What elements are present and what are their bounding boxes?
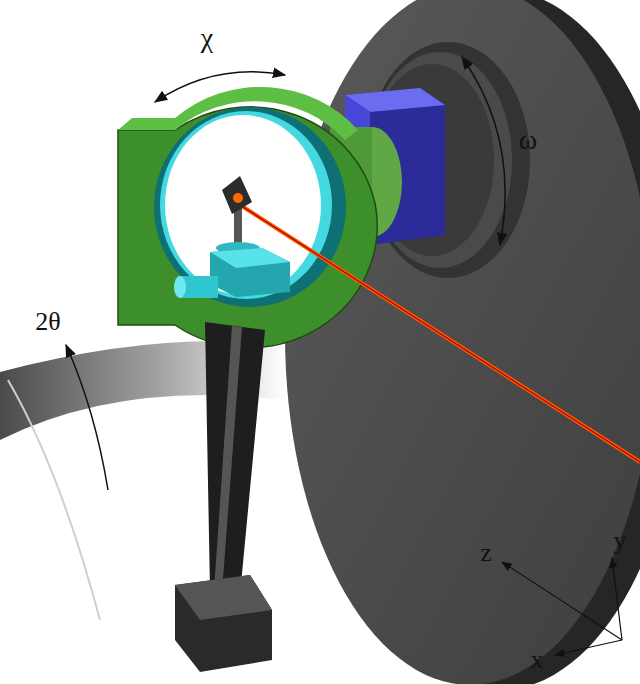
omega-disk	[285, 0, 640, 684]
x-ray-beam	[237, 203, 640, 462]
axis-label: y	[614, 528, 627, 554]
angle-label: 2θ	[35, 309, 60, 335]
two-theta-arrow	[66, 345, 108, 490]
omega-arrow	[462, 57, 505, 245]
angle-label: ω	[519, 126, 537, 154]
sample-mount	[222, 176, 252, 214]
angle-label: χ	[201, 24, 213, 52]
y-axis	[612, 558, 622, 640]
chi-ring-inner	[154, 107, 346, 307]
goniometer-head	[210, 248, 290, 297]
chi-ring	[118, 107, 377, 348]
two-theta-arm	[205, 322, 265, 595]
axis-label: z	[480, 540, 492, 566]
x-axis	[555, 640, 622, 655]
arm-base	[175, 575, 272, 672]
axis-label: x	[531, 647, 544, 673]
chi-arrow	[155, 72, 285, 102]
z-axis	[502, 562, 622, 640]
